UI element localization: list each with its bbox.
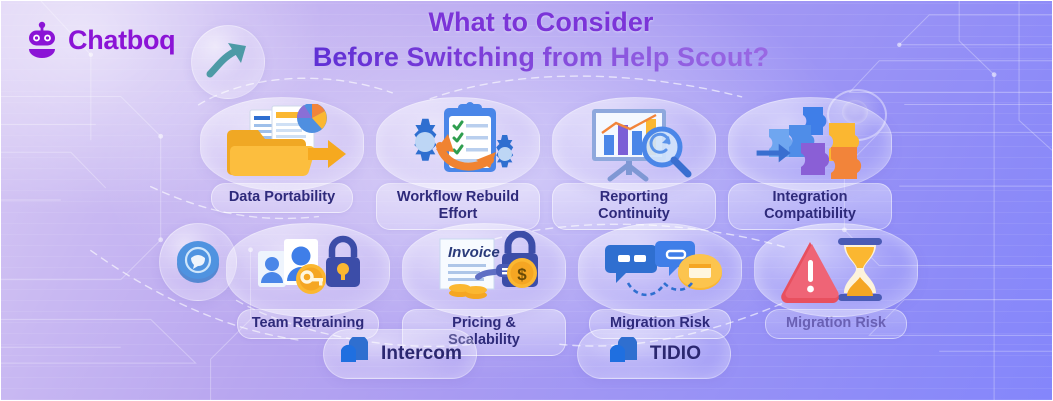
chat-badge-bubble (159, 223, 237, 301)
chip-label: Intercom (380, 343, 463, 364)
card-data-portability[interactable]: Data Portability (197, 97, 367, 214)
puzzle-pieces-icon (728, 97, 892, 191)
card-workflow-rebuild-effort[interactable]: Workflow Rebuild Effort (373, 97, 543, 231)
folder-documents-chart-icon (200, 97, 364, 191)
gears-checklist-icon (376, 97, 540, 191)
card-team-retraining[interactable]: Team Retraining (223, 223, 393, 340)
alternative-platforms: Intercom TIDIO (323, 329, 731, 379)
considerations-row-2: Team Retraining Invoice (223, 223, 921, 357)
svg-text:$: $ (517, 265, 527, 284)
chat-bubbles-transfer-icon (578, 223, 742, 317)
chip-intercom[interactable]: Intercom (323, 329, 477, 379)
invoice-icon-text: Invoice (448, 244, 500, 261)
users-lock-key-icon (226, 223, 390, 317)
brand-logo[interactable]: Chatboq (25, 21, 176, 59)
tidio-logo-icon (607, 334, 641, 372)
bar-chart-magnifier-icon (552, 97, 716, 191)
chip-label: TIDIO (649, 343, 702, 364)
brand-name: Chatboq (68, 24, 176, 55)
card-label: Migration Risk (765, 309, 907, 340)
card-migration-risk-chat[interactable]: Migration Risk (575, 223, 745, 340)
card-label: Team Retraining (237, 309, 379, 340)
card-integration-compatibility[interactable]: Integration Compatibility (725, 97, 895, 231)
intercom-logo-icon (338, 334, 372, 372)
robot-head-icon (25, 21, 59, 59)
title-line-1: What to Consider (428, 7, 654, 37)
warning-hourglass-icon (754, 223, 918, 317)
page-title: What to Consider Before Switching from H… (291, 5, 791, 74)
growth-arrow-bubble (191, 25, 265, 99)
considerations-row-1: Data Portability (197, 97, 895, 231)
card-migration-risk-warning[interactable]: Migration Risk (751, 223, 921, 340)
title-line-2: Before Switching from Help Scout? (291, 40, 791, 75)
chip-tidio[interactable]: TIDIO (577, 329, 731, 379)
invoice-lock-dollar-icon: Invoice $ (402, 223, 566, 317)
card-reporting-continuity[interactable]: Reporting Continuity (549, 97, 719, 231)
card-pricing-scalability[interactable]: Invoice $ (399, 223, 569, 357)
